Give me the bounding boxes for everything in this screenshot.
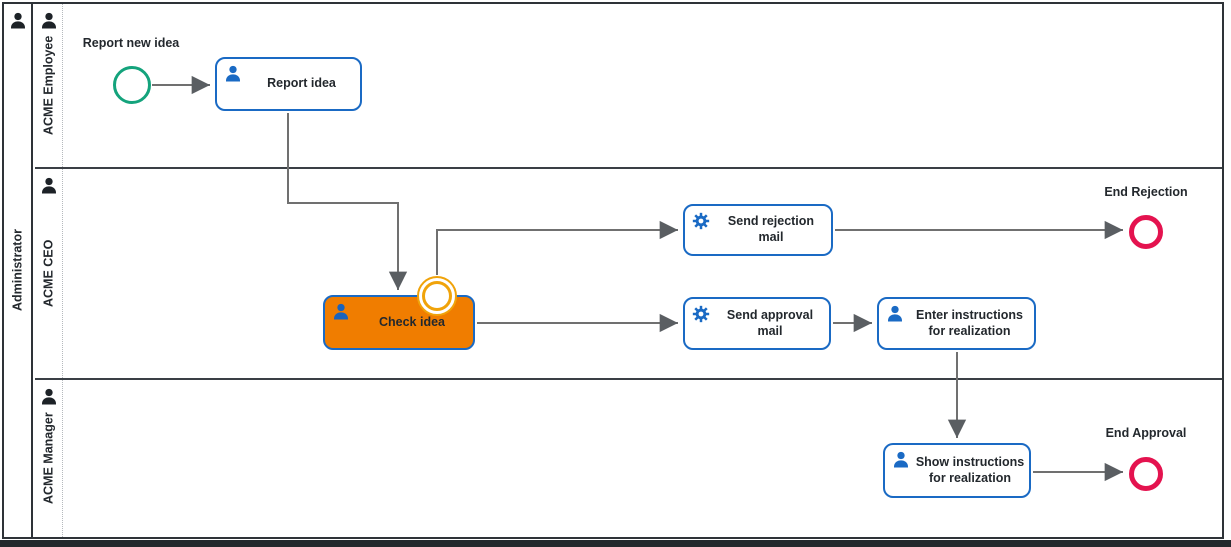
lane-header: ACME Manager: [35, 380, 63, 537]
task-show-instructions[interactable]: Show instructions for realization: [883, 443, 1031, 498]
window-bottom-edge: [0, 540, 1231, 547]
start-event-label: Report new idea: [82, 36, 180, 50]
boundary-event-inner-ring: [422, 281, 452, 311]
end-event-rejection[interactable]: [1129, 215, 1163, 249]
end-rejection-label: End Rejection: [1104, 185, 1188, 199]
pool-header: Administrator: [4, 4, 33, 537]
lane-header: ACME Employee: [35, 4, 63, 167]
task-report-idea[interactable]: Report idea: [215, 57, 362, 111]
task-enter-instructions[interactable]: Enter instructions for realization: [877, 297, 1036, 350]
lane-acme-manager: ACME Manager: [35, 378, 1222, 537]
task-send-rejection-mail[interactable]: Send rejection mail: [683, 204, 833, 256]
service-task-gear-icon: [692, 305, 710, 323]
service-task-gear-icon: [692, 212, 710, 230]
lane-header: ACME CEO: [35, 169, 63, 378]
lane-acme-employee: ACME Employee: [35, 4, 1222, 167]
task-label: Enter instructions for realization: [916, 307, 1023, 338]
start-event[interactable]: [113, 66, 151, 104]
flow-boundary-to-send-rejection[interactable]: [436, 220, 678, 275]
task-label: Report idea: [267, 76, 336, 91]
end-event-approval[interactable]: [1129, 457, 1163, 491]
task-label: Send approval mail: [726, 307, 814, 338]
flow-report-idea-to-check-idea[interactable]: [287, 113, 408, 290]
task-send-approval-mail[interactable]: Send approval mail: [683, 297, 831, 350]
task-label: Check idea: [378, 314, 445, 329]
pool-administrator: Administrator ACME Employee ACME CEO: [2, 2, 1224, 539]
boundary-event[interactable]: [417, 276, 457, 316]
task-label: Show instructions for realization: [915, 454, 1025, 485]
lane-acme-ceo: ACME CEO: [35, 167, 1222, 378]
end-approval-label: End Approval: [1105, 426, 1187, 440]
task-label: Send rejection mail: [727, 214, 815, 244]
